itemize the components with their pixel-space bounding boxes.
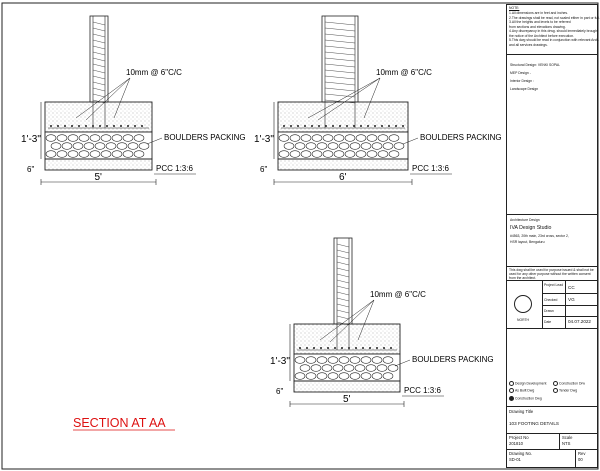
- date-label: Date: [544, 320, 552, 324]
- footing-detail: 10mm @ 6"C/C BOULDERS PACKING PCC 1:3:6 1'-…: [270, 237, 494, 407]
- stage-checkbox-icon: [509, 381, 514, 386]
- pcc-depth-label: 6": [276, 387, 283, 396]
- footing-detail: 10mm @ 6"C/C BOULDERS PACKING PCC 1:3:6 1'-…: [254, 15, 502, 185]
- consultant-mep: MEP Design -: [510, 71, 531, 75]
- project-no-label: Project No: [509, 435, 529, 440]
- column: [321, 15, 359, 103]
- bar-spec-label: 10mm @ 6"C/C: [126, 68, 182, 77]
- date-value: 04.07.2022: [568, 319, 591, 324]
- drawing-no-label: Drawing No.: [509, 451, 533, 456]
- north-arrow-icon: [514, 295, 532, 313]
- width-label: 5': [95, 172, 103, 183]
- pcc-bed: [44, 158, 153, 171]
- checked-label: Checked: [544, 298, 558, 302]
- section-title: SECTION AT AA: [73, 416, 166, 430]
- footing-slab: [293, 323, 401, 355]
- note-line: 4.Any discrepancy in this drwg. should i…: [509, 29, 599, 33]
- boulders-packing: [293, 353, 401, 382]
- disclaimer-line: used for any other purpose without the w…: [509, 272, 591, 276]
- depth-label: 1'-3": [21, 134, 41, 145]
- firm-address-line: #4563, 20th main, 23rd cross, sector 2,: [510, 234, 569, 238]
- note-line: 3.All the heights and levels to be refer…: [509, 20, 571, 24]
- width-label: 6': [339, 172, 347, 183]
- bar-spec-label: 10mm @ 6"C/C: [370, 290, 426, 299]
- scale-label: Scale: [562, 435, 573, 440]
- north-label: NORTH: [517, 318, 529, 322]
- note-line: 5.This dwg should be read in conjunction…: [509, 38, 600, 42]
- stage-tender[interactable]: Tender Dwg: [553, 388, 577, 393]
- pcc-label: PCC 1:3:6: [156, 164, 193, 173]
- bar-spec-label: 10mm @ 6"C/C: [376, 68, 432, 77]
- rev-label: Rev: [578, 451, 586, 456]
- footing-slab: [277, 101, 409, 133]
- project-no-section: Project No 201810 Scale NTS: [507, 434, 597, 450]
- note-line: and all services drawings.: [509, 42, 548, 47]
- consultant-interior: Interior Design :: [510, 79, 534, 83]
- stage-construction-drw[interactable]: Construction Drw: [553, 381, 585, 386]
- stage-section: Design Development Construction Drw As B…: [507, 329, 597, 407]
- note-line: from sections and elevations drawing.: [509, 24, 566, 29]
- stage-construction-dwg[interactable]: Construction Dwg: [509, 396, 542, 401]
- consultant-structural: Structural Design: VENKI SOPAL: [510, 63, 561, 67]
- firm-name: IVA Design Studio: [510, 225, 552, 231]
- disclaimer-line: This dwg shall be used for purpose issue…: [509, 268, 594, 272]
- pcc-depth-label: 6": [27, 165, 34, 174]
- notes-section: NOTE: 1.All dimensions are in feet and i…: [507, 5, 600, 55]
- consultant-landscape: Landscape Design: [510, 87, 539, 91]
- note-line: 1.All dimensions are in feet and inches.: [509, 11, 568, 15]
- stage-design-development[interactable]: Design Development: [509, 381, 546, 386]
- project-no-value: 201810: [509, 441, 523, 446]
- stage-checkbox-checked-icon: [509, 396, 514, 401]
- firm-address-line: HSR layout, Bengaluru: [510, 240, 545, 244]
- checked-value: VG: [568, 297, 575, 302]
- firm-section: Architecture Design IVA Design Studio #4…: [507, 215, 597, 267]
- disclaimer-section: This dwg shall be used for purpose issue…: [507, 267, 597, 281]
- disclaimer-line: from the architect.: [509, 276, 537, 280]
- pcc-bed: [277, 158, 409, 171]
- title-block: NOTE: 1.All dimensions are in feet and i…: [506, 4, 600, 468]
- notes-heading: NOTE:: [509, 6, 520, 10]
- pcc-label: PCC 1:3:6: [412, 164, 449, 173]
- pcc-depth-label: 6": [260, 165, 267, 174]
- drawing-title-value: 103 FOOTING DETAILS: [509, 421, 559, 426]
- project-lead-label: Project Lead: [544, 283, 564, 287]
- width-label: 5': [343, 394, 351, 405]
- note-line: the notice of the Architect before execu…: [509, 33, 575, 38]
- note-line: 2.The drawings shall be read, not scaled…: [509, 15, 600, 20]
- footing-detail: 10mm @ 6"C/C BOULDERS PACKING PCC 1:3:6 1'-…: [21, 15, 246, 185]
- stage-checkbox-icon: [553, 381, 558, 386]
- depth-label: 1'-3": [254, 134, 274, 145]
- project-lead-value: CC: [568, 285, 575, 290]
- rev-value: 00: [578, 457, 583, 462]
- drawing-no-section: Drawing No. SD-01 Rev 00: [507, 450, 597, 467]
- packing-label: BOULDERS PACKING: [420, 133, 502, 142]
- firm-heading: Architecture Design: [510, 218, 540, 222]
- scale-value: NTS: [562, 441, 571, 446]
- drawing-title-label: Drawing Title: [509, 409, 534, 414]
- stage-checkbox-icon: [553, 388, 558, 393]
- footing-slab: [44, 101, 153, 133]
- consultants-section: Structural Design: VENKI SOPAL MEP Desig…: [507, 55, 597, 215]
- stage-as-built[interactable]: As Built Dwg: [509, 388, 534, 393]
- drawing-no-value: SD-01: [509, 457, 521, 462]
- stage-checkbox-icon: [509, 388, 514, 393]
- packing-label: BOULDERS PACKING: [412, 355, 494, 364]
- approval-section: NORTH Project Lead CC Checked VG Drawn D…: [507, 281, 597, 329]
- depth-label: 1'-3": [270, 356, 290, 367]
- drawn-label: Drawn: [544, 309, 554, 313]
- drawing-title-section: Drawing Title 103 FOOTING DETAILS: [507, 407, 597, 434]
- pcc-bed: [293, 380, 401, 393]
- packing-label: BOULDERS PACKING: [164, 133, 246, 142]
- pcc-label: PCC 1:3:6: [404, 386, 441, 395]
